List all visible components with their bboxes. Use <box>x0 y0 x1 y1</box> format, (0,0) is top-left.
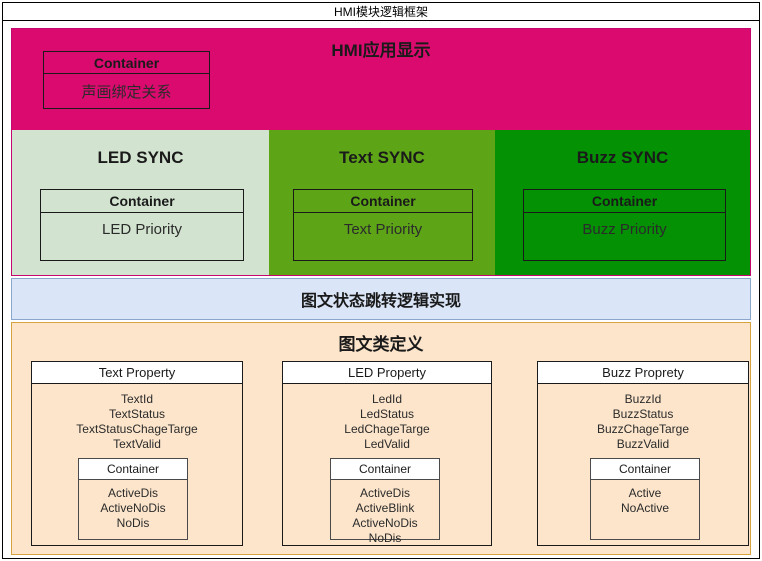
property-container-field: NoActive <box>620 501 670 515</box>
property-field: LedStatus <box>359 407 415 421</box>
property-header-buzz: Buzz Proprety <box>538 362 748 384</box>
property-container-field: NoDis <box>116 516 150 530</box>
hmi-binding-container-body: 声画绑定关系 <box>81 84 172 101</box>
sync-container-body-buzz: Buzz Priority <box>582 221 667 238</box>
property-fields-text: TextId TextStatus TextStatusChageTarge T… <box>32 384 242 452</box>
property-field: BuzzId <box>624 392 662 406</box>
sync-container-box-buzz: Container Buzz Priority <box>523 189 726 261</box>
property-box-led: LED Property LedId LedStatus LedChageTar… <box>282 361 492 546</box>
diagram-title-bar: HMI模块逻辑框架 <box>3 3 759 21</box>
property-container-field: ActiveDis <box>359 486 410 500</box>
property-field: LedId <box>371 392 403 406</box>
property-container-field: ActiveBlink <box>355 501 415 515</box>
hmi-binding-container-box: Container 声画绑定关系 <box>43 51 210 109</box>
property-container-fields-text: ActiveDis ActiveNoDis NoDis <box>79 480 187 531</box>
sync-section-text: Text SYNC Container Text Priority <box>269 130 495 275</box>
property-field: TextStatusChageTarge <box>76 422 198 436</box>
property-container-box-text: Container ActiveDis ActiveNoDis NoDis <box>78 458 188 540</box>
sync-title-text: Text SYNC <box>339 148 425 167</box>
diagram-body: HMI应用显示 Container 声画绑定关系 LED SYNC Contai… <box>3 22 759 559</box>
property-container-field: Active <box>628 486 662 500</box>
property-field: TextId <box>120 392 153 406</box>
property-header-led: LED Property <box>283 362 491 384</box>
property-container-field: ActiveDis <box>107 486 158 500</box>
property-field: LedChageTarge <box>344 422 430 436</box>
property-container-field: ActiveNoDis <box>352 516 418 530</box>
sync-container-header-buzz: Container <box>524 190 725 213</box>
sync-row: LED SYNC Container LED Priority Text SYN… <box>12 130 750 275</box>
property-header-text: Text Property <box>32 362 242 384</box>
class-definition-section: 图文类定义 Text Property TextId TextStatus Te… <box>11 322 751 555</box>
sync-section-buzz: Buzz SYNC Container Buzz Priority <box>495 130 750 275</box>
property-container-field: NoDis <box>368 531 402 545</box>
property-field: BuzzValid <box>616 437 670 451</box>
property-field: BuzzStatus <box>612 407 674 421</box>
sync-container-header-text: Container <box>294 190 472 213</box>
property-box-row: Text Property TextId TextStatus TextStat… <box>12 361 750 551</box>
property-field: TextStatus <box>108 407 166 421</box>
sync-title-led: LED SYNC <box>97 148 184 167</box>
sync-section-led: LED SYNC Container LED Priority <box>12 130 269 275</box>
sync-container-header-led: Container <box>41 190 243 213</box>
sync-container-box-text: Container Text Priority <box>293 189 473 261</box>
property-container-fields-buzz: Active NoActive <box>591 480 699 516</box>
property-container-header-led: Container <box>331 459 439 480</box>
property-box-text: Text Property TextId TextStatus TextStat… <box>31 361 243 546</box>
sync-container-box-led: Container LED Priority <box>40 189 244 261</box>
property-container-fields-led: ActiveDis ActiveBlink ActiveNoDis NoDis <box>331 480 439 546</box>
hmi-application-title: HMI应用显示 <box>331 41 431 60</box>
class-definition-title: 图文类定义 <box>338 335 424 354</box>
property-container-header-buzz: Container <box>591 459 699 480</box>
property-field: TextValid <box>113 437 161 451</box>
sync-container-body-text: Text Priority <box>343 221 423 238</box>
property-field: BuzzChageTarge <box>596 422 690 436</box>
logic-implementation-title: 图文状态跳转逻辑实现 <box>300 293 461 310</box>
property-container-box-led: Container ActiveDis ActiveBlink ActiveNo… <box>330 458 440 545</box>
hmi-application-section: HMI应用显示 Container 声画绑定关系 LED SYNC Contai… <box>11 28 751 276</box>
property-box-buzz: Buzz Proprety BuzzId BuzzStatus BuzzChag… <box>537 361 749 546</box>
logic-implementation-band: 图文状态跳转逻辑实现 <box>11 278 751 320</box>
property-fields-led: LedId LedStatus LedChageTarge LedValid <box>283 384 491 452</box>
property-container-box-buzz: Container Active NoActive <box>590 458 700 540</box>
property-container-header-text: Container <box>79 459 187 480</box>
property-field: LedValid <box>364 437 410 451</box>
diagram-title: HMI模块逻辑框架 <box>334 4 428 19</box>
property-fields-buzz: BuzzId BuzzStatus BuzzChageTarge BuzzVal… <box>538 384 748 452</box>
sync-title-buzz: Buzz SYNC <box>576 148 669 167</box>
hmi-binding-container-header: Container <box>44 52 209 74</box>
sync-container-body-led: LED Priority <box>101 221 183 238</box>
property-container-field: ActiveNoDis <box>100 501 166 515</box>
